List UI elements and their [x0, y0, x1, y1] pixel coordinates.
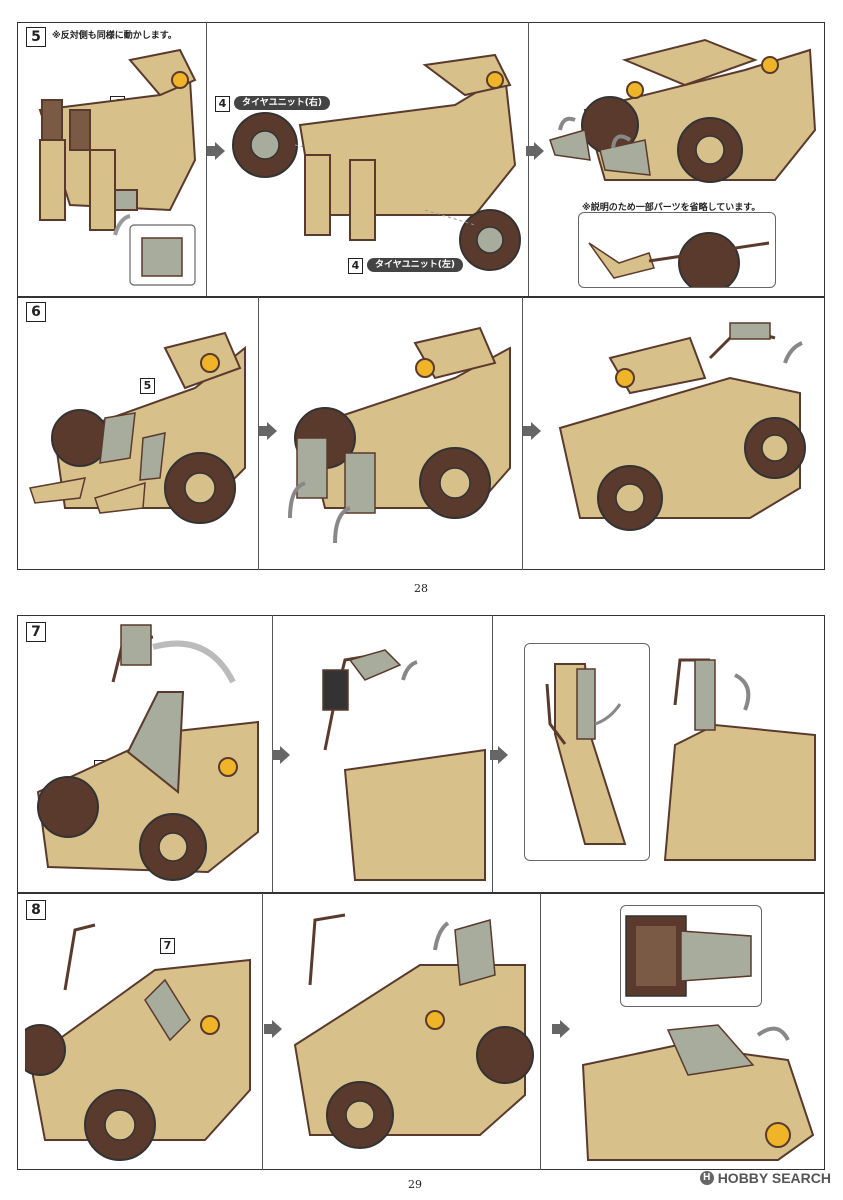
- step5-panel3-illustration: [549, 38, 817, 183]
- step8-col-divider-1: [262, 893, 263, 1170]
- watermark-text: HOBBY SEARCH: [717, 1170, 831, 1186]
- step5-col-divider-1: [206, 22, 207, 296]
- parts-omitted-note: ※説明のため一部パーツを省略しています。: [582, 203, 761, 213]
- step5-panel1-illustration: [38, 48, 197, 286]
- hobby-search-watermark: H HOBBY SEARCH: [699, 1170, 831, 1186]
- step7-detail-inset: [524, 643, 650, 861]
- step5-detail-inset: [578, 212, 776, 288]
- step5-arrow-2: [526, 142, 544, 160]
- step7-step8-divider: [17, 892, 825, 894]
- step7-detail-illustration: [545, 663, 627, 845]
- step6-col-divider-2: [522, 297, 523, 570]
- step7-arrow-1: [272, 746, 290, 764]
- step6-panel2-illustration: [288, 326, 511, 544]
- step6-arrow-2: [523, 422, 541, 440]
- step5-ref-part-c: 4: [348, 258, 363, 274]
- step7-arrow-2: [490, 746, 508, 764]
- step6-col-divider-1: [258, 297, 259, 570]
- step8-detail-inset: [620, 905, 762, 1007]
- step-number-6: 6: [26, 302, 46, 322]
- step5-note: ※反対側も同様に動かします。: [52, 31, 177, 41]
- step5-col-divider-2: [528, 22, 529, 296]
- step8-arrow-2: [552, 1020, 570, 1038]
- step6-ref-part: 5: [140, 378, 155, 394]
- step5-arrow-1: [207, 142, 225, 160]
- tire-unit-right-label: タイヤユニット(右): [234, 96, 330, 110]
- step5-ref-part-b: 4: [215, 96, 230, 112]
- step8-panel2-illustration: [293, 913, 534, 1149]
- step8-ref-part: 7: [160, 938, 175, 954]
- step5-detail-illustration: [588, 232, 770, 287]
- step8-detail-illustration: [625, 915, 752, 997]
- hobby-search-logo-icon: H: [699, 1171, 714, 1185]
- page-number-29: 29: [408, 1178, 422, 1191]
- step5-panel2-illustration: [232, 53, 521, 271]
- step8-col-divider-2: [540, 893, 541, 1170]
- step6-panel1-illustration: [29, 331, 246, 524]
- step7-panel3-illustration: [663, 658, 816, 861]
- step6-panel3-illustration: [558, 322, 806, 531]
- step-number-8: 8: [26, 900, 46, 920]
- step-number-5: 5: [26, 27, 46, 47]
- step-number-7: 7: [26, 622, 46, 642]
- page-number-28: 28: [414, 582, 428, 595]
- step8-panel3-illustration: [581, 1024, 815, 1161]
- step7-panel1-illustration: [36, 624, 259, 881]
- step5-step6-divider: [17, 296, 825, 298]
- step8-panel1-illustration: [25, 923, 251, 1161]
- step6-arrow-1: [259, 422, 277, 440]
- tire-unit-left-label: タイヤユニット(左): [367, 258, 463, 272]
- step7-panel2-illustration: [322, 649, 486, 881]
- step8-arrow-1: [264, 1020, 282, 1038]
